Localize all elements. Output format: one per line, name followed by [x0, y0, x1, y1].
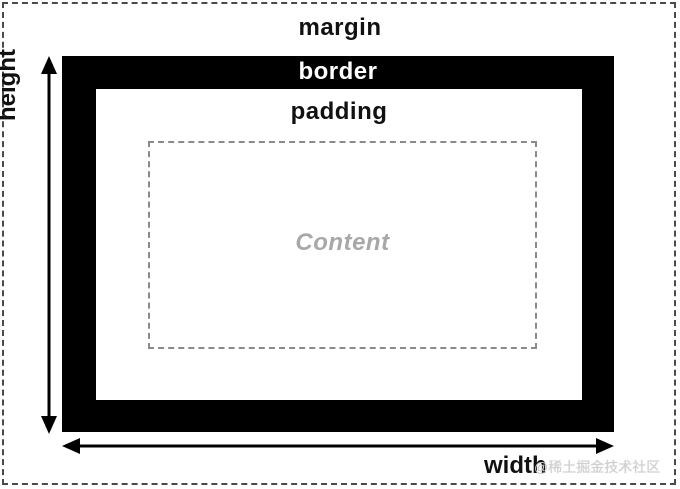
watermark: @稀土掘金技术社区 [534, 459, 661, 475]
border-box: border padding Content [62, 56, 614, 432]
padding-label: padding [290, 98, 388, 125]
width-arrow [62, 438, 614, 454]
margin-label: margin [298, 14, 382, 41]
height-label: height [0, 49, 21, 121]
content-box: Content [148, 141, 537, 349]
width-label: width [484, 452, 547, 479]
margin-boundary [2, 2, 676, 485]
height-arrow [41, 56, 57, 434]
border-label: border [298, 58, 378, 85]
content-label: Content [295, 229, 390, 256]
padding-box: padding Content [96, 89, 582, 400]
